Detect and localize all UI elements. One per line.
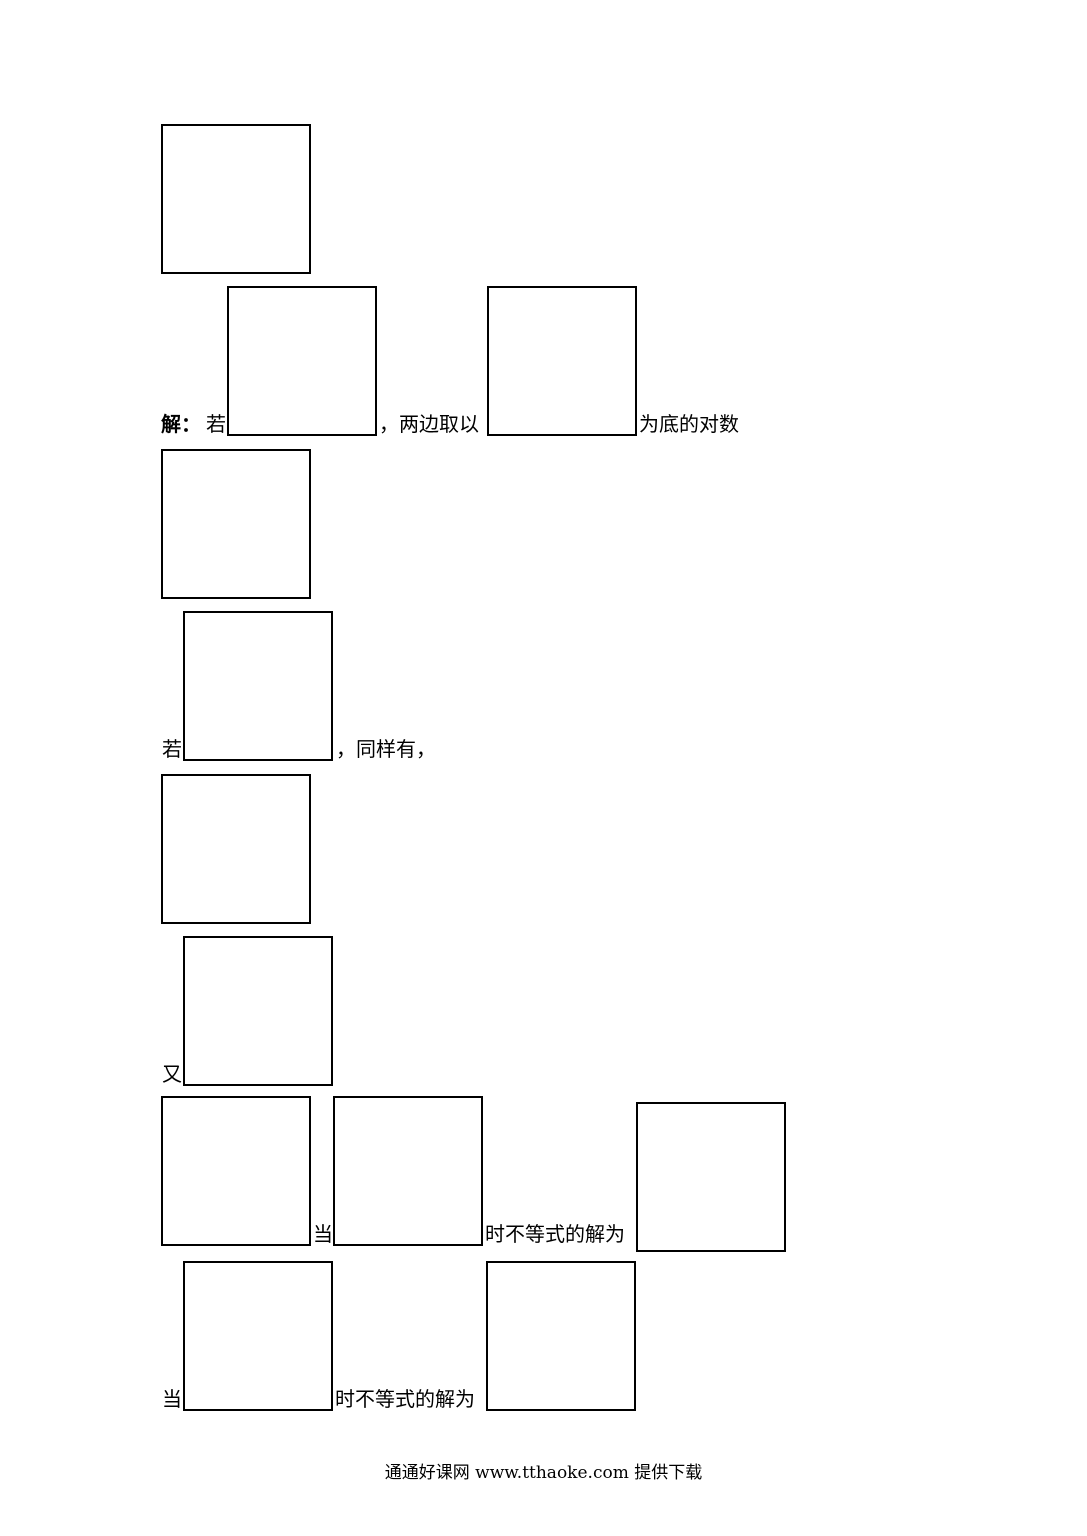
line4-text-solution: 时不等式的解为 bbox=[485, 1222, 625, 1246]
formula-image-11 bbox=[183, 1261, 333, 1411]
formula-image-12 bbox=[486, 1261, 636, 1411]
formula-image-9 bbox=[333, 1096, 483, 1246]
formula-image-1 bbox=[161, 124, 311, 274]
line3-text-also: 又 bbox=[162, 1062, 182, 1086]
formula-image-3 bbox=[487, 286, 637, 436]
formula-image-10 bbox=[636, 1102, 786, 1252]
line2-text-likewise: ，同样有， bbox=[336, 737, 436, 761]
formula-image-2 bbox=[227, 286, 377, 436]
formula-image-4 bbox=[161, 449, 311, 599]
line4-text-when: 当 bbox=[313, 1222, 333, 1246]
solution-label: 解： bbox=[161, 412, 201, 436]
formula-image-7 bbox=[183, 936, 333, 1086]
formula-image-5 bbox=[183, 611, 333, 761]
formula-image-8 bbox=[161, 1096, 311, 1246]
formula-image-6 bbox=[161, 774, 311, 924]
line5-text-when: 当 bbox=[162, 1387, 182, 1411]
line2-text-if: 若 bbox=[162, 737, 182, 761]
line5-text-solution: 时不等式的解为 bbox=[335, 1387, 475, 1411]
line1-text-if: 若 bbox=[206, 412, 226, 436]
line1-text-base: 为底的对数 bbox=[639, 412, 739, 436]
line1-text-take-log: ，两边取以 bbox=[379, 412, 479, 436]
page-footer: 通通好课网 www.tthaoke.com 提供下载 bbox=[384, 1463, 703, 1483]
